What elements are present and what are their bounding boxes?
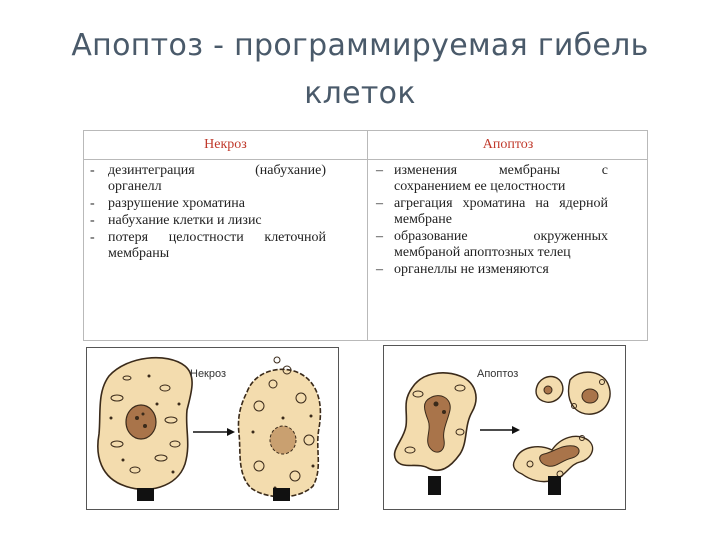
apoptosis-list: –изменения мембраны с сохранением ее цел…	[372, 163, 608, 279]
necrosis-illustration: Некроз	[86, 347, 339, 510]
apoptosis-column-header: Апоптоз	[482, 137, 534, 152]
list-item: -потеря целостности клеточной мембраны	[90, 230, 326, 261]
scale-bar	[273, 488, 290, 501]
scale-bar	[548, 476, 561, 495]
slide-title: Апоптоз - программируемая гибель клеток	[0, 22, 720, 118]
list-item: -дезинтеграция (набухание) органелл	[90, 163, 326, 194]
necrosis-drawing	[97, 356, 322, 498]
necrotic-nucleus	[269, 425, 297, 455]
title-line-2: клеток	[304, 76, 416, 111]
apoptosis-drawing	[393, 371, 611, 483]
list-item: –изменения мембраны с сохранением ее цел…	[376, 163, 608, 194]
apoptosis-figure-label: Апоптоз	[477, 368, 519, 380]
necrosis-figure-label: Некроз	[190, 368, 227, 380]
comparison-table: Некроз Апоптоз -дезинтеграция (набухание…	[83, 130, 648, 341]
scale-bar	[428, 476, 441, 495]
apoptotic-nucleus	[424, 395, 451, 453]
list-item: -набухание клетки и лизис	[90, 213, 262, 228]
list-item: –агрегация хроматина на ядерной мембране	[376, 196, 608, 227]
necrosis-column-header: Некроз	[204, 137, 247, 152]
apoptosis-illustration: Апоптоз	[383, 345, 626, 510]
healthy-nucleus	[125, 404, 157, 440]
necrosis-list: -дезинтеграция (набухание) органелл -раз…	[86, 163, 326, 263]
header-divider	[84, 159, 647, 160]
list-item: –органеллы не изменяются	[376, 262, 549, 277]
list-item: -разрушение хроматина	[90, 196, 245, 211]
title-line-1: Апоптоз - программируемая гибель	[71, 28, 649, 63]
column-divider	[367, 131, 368, 340]
scale-bar	[137, 488, 154, 501]
list-item: –образование окруженных мембраной апопто…	[376, 229, 608, 260]
